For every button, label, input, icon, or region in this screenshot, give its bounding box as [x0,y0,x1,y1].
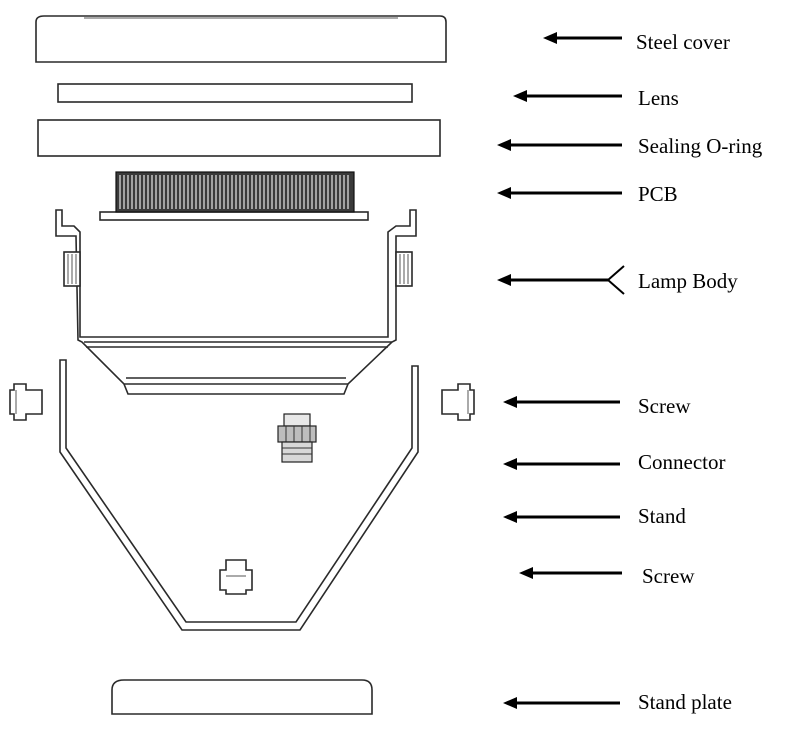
screw-bottom-part [219,559,253,595]
label-lens: Lens [638,86,679,110]
label-stand: Stand [638,504,686,528]
label-connector: Connector [638,450,726,474]
arrow-pcb [497,187,622,199]
arrow-stand [503,511,620,523]
label-screw-1: Screw [638,394,691,418]
label-steel-cover: Steel cover [636,30,730,54]
stand-plate-part [111,679,373,715]
arrow-screw-2 [519,567,622,579]
stand-part [59,359,419,631]
arrow-lens [513,90,622,102]
lens-part [57,83,413,103]
label-pcb: PCB [638,182,678,206]
steel-cover-part [35,15,447,63]
arrow-connector [503,458,620,470]
lamp-body-part [55,209,417,395]
arrow-sealing-o-ring [497,139,622,151]
screw-right-part [441,383,475,421]
pcb-part [99,171,369,221]
arrow-stand-plate [503,697,620,709]
label-screw-2: Screw [642,564,695,588]
arrow-lamp-body [497,265,625,295]
label-sealing-o-ring: Sealing O-ring [638,134,763,158]
sealing-o-ring-part [37,119,441,157]
label-stand-plate: Stand plate [638,690,732,714]
screw-left-part [9,383,43,421]
connector-part [277,413,317,463]
arrow-steel-cover [543,32,622,44]
label-lamp-body: Lamp Body [638,269,738,293]
arrow-screw-1 [503,396,620,408]
